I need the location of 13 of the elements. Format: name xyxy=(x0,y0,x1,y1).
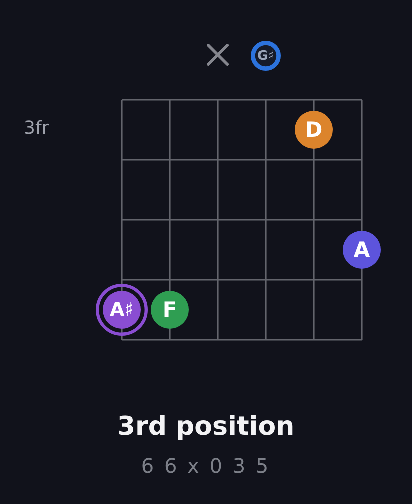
chord-title: 3rd position xyxy=(117,413,295,443)
note-dot xyxy=(343,231,381,269)
fret-number: 3fr xyxy=(24,119,50,140)
note-name: G♯ xyxy=(258,50,274,62)
chord-fingering: 6 6 x 0 3 5 xyxy=(141,455,271,478)
root-note-dot xyxy=(96,284,148,336)
open-string-ring xyxy=(251,41,281,71)
note-dot xyxy=(295,111,333,149)
note-dot xyxy=(151,291,189,329)
note-name: A xyxy=(354,240,370,260)
note-name: A♯ xyxy=(110,300,134,320)
note-name: D xyxy=(305,120,323,140)
note-name: F xyxy=(162,300,178,320)
